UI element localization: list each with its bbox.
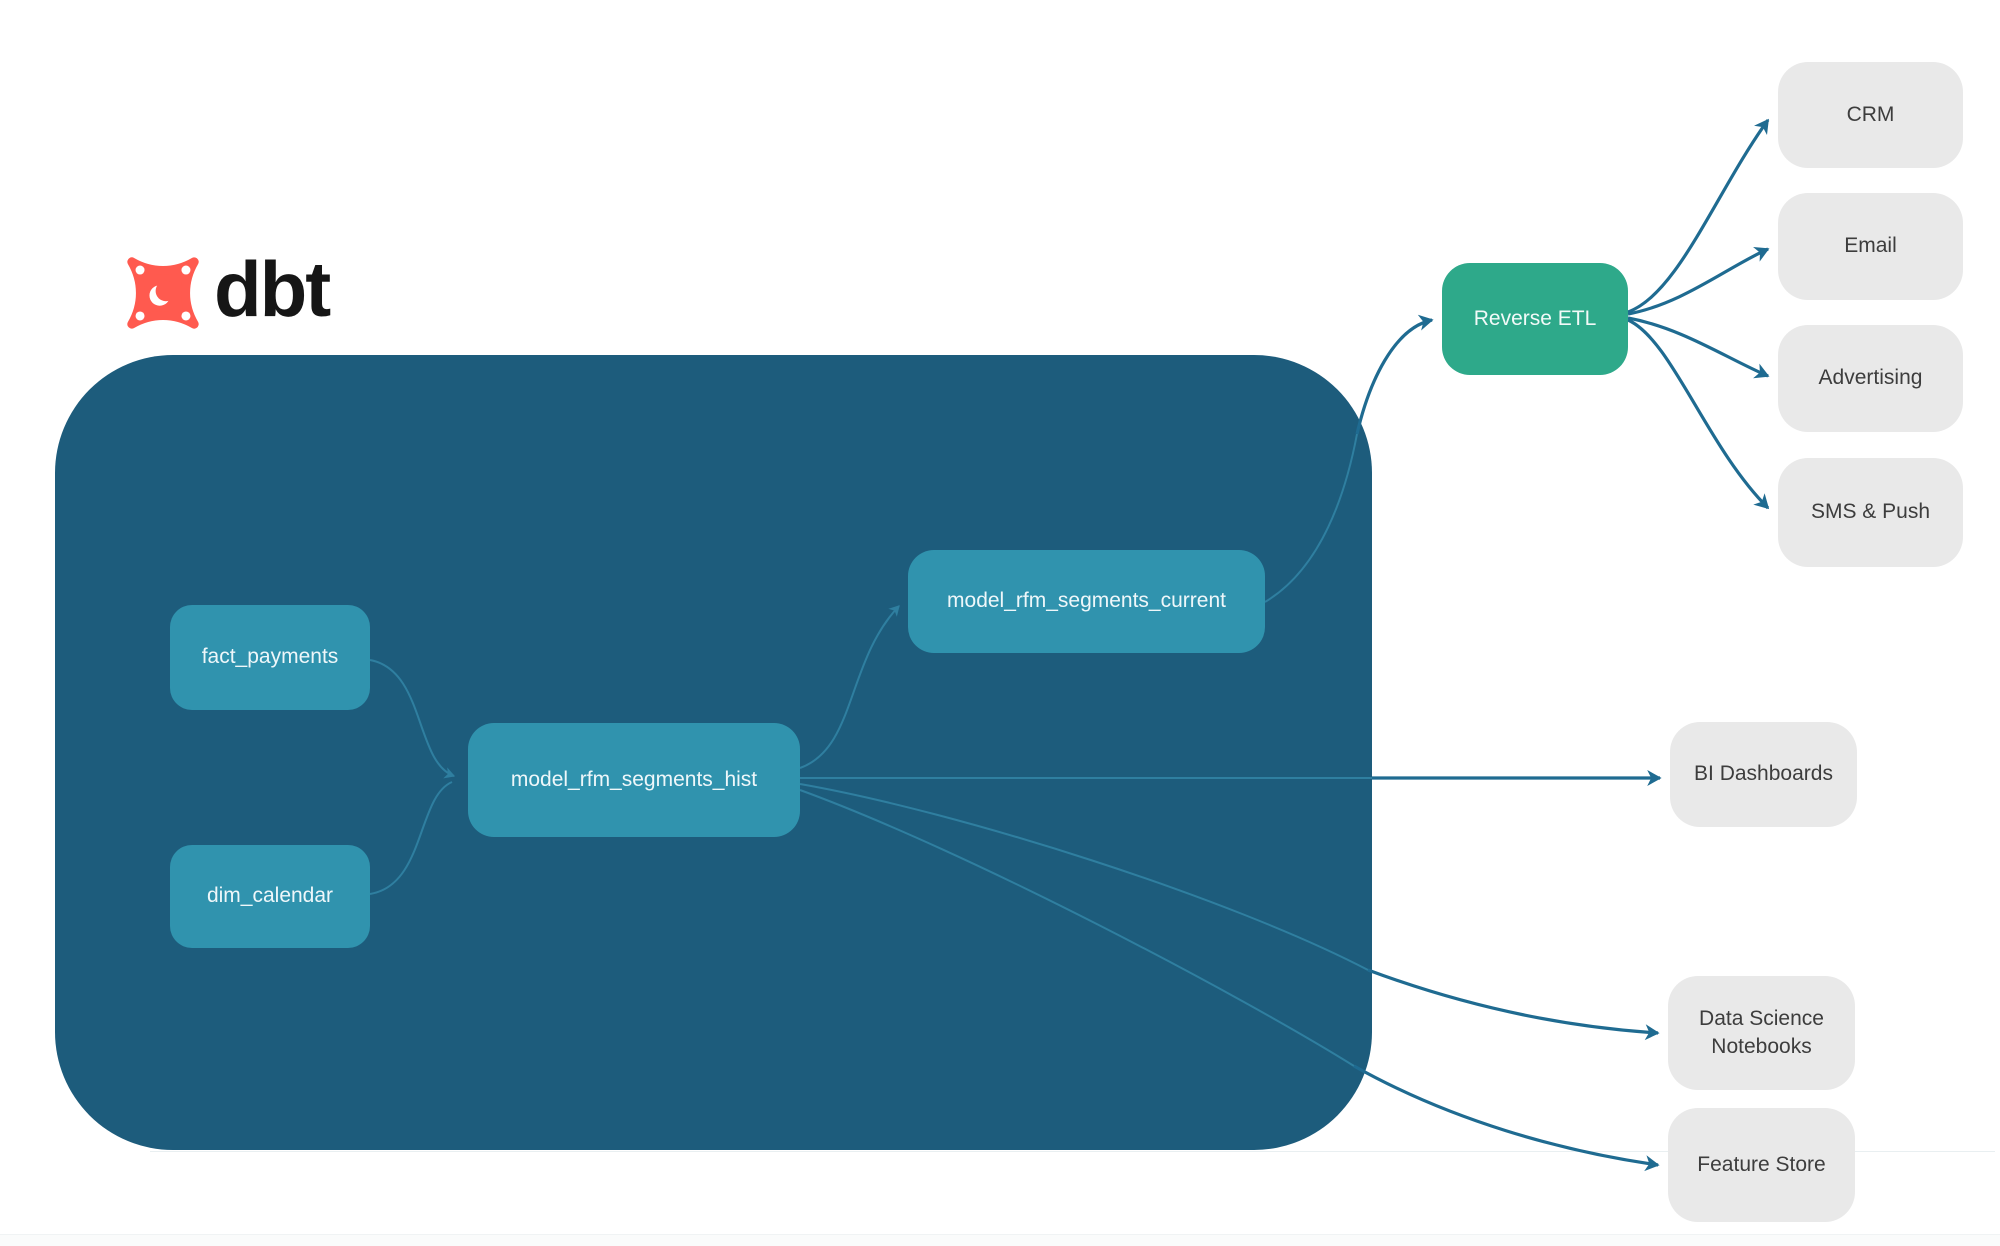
dbt-logo-icon <box>122 252 204 334</box>
edge-reverse-etl-to-advertising <box>1627 316 1770 379</box>
node-label: Email <box>1844 234 1897 258</box>
edge-current-to-reverse-etl-outside <box>1355 314 1434 435</box>
node-label: CRM <box>1846 102 1895 126</box>
dbt-wordmark: dbt <box>214 245 331 333</box>
edge-reverse-etl-to-email <box>1627 246 1770 316</box>
node-label: model_rfm_segments_current <box>947 589 1226 613</box>
node-sms-push: SMS & Push <box>1778 458 1963 567</box>
node-model-rfm-segments-hist: model_rfm_segments_hist <box>468 723 800 837</box>
node-label: Reverse ETL <box>1473 306 1597 330</box>
node-label: Data Science Notebooks <box>1699 1006 1824 1058</box>
node-label: fact_payments <box>201 645 339 669</box>
edge-reverse-etl-to-crm <box>1627 118 1770 314</box>
node-email: Email <box>1778 193 1963 300</box>
node-label: dim_calendar <box>206 884 334 908</box>
node-data-science-notebooks: Data Science Notebooks <box>1668 976 1855 1090</box>
node-label: SMS & Push <box>1810 500 1931 524</box>
dbt-logo: dbt <box>122 245 331 334</box>
node-label: Advertising <box>1818 366 1923 390</box>
node-label: BI Dashboards <box>1694 762 1833 786</box>
node-dim-calendar: dim_calendar <box>170 845 370 948</box>
node-model-rfm-segments-current: model_rfm_segments_current <box>908 550 1265 653</box>
node-crm: CRM <box>1778 62 1963 168</box>
edge-hist-to-notebooks-outside <box>1367 968 1660 1041</box>
content-divider <box>150 1151 1995 1152</box>
node-reverse-etl: Reverse ETL <box>1442 263 1628 375</box>
edge-reverse-etl-to-sms-push <box>1627 318 1770 510</box>
node-label: Feature Store <box>1697 1152 1826 1176</box>
node-bi-dashboards: BI Dashboards <box>1670 722 1857 827</box>
node-label: model_rfm_segments_hist <box>510 767 758 791</box>
node-feature-store: Feature Store <box>1668 1108 1855 1222</box>
node-fact-payments: fact_payments <box>170 605 370 710</box>
footer-strip <box>0 1234 2000 1246</box>
node-advertising: Advertising <box>1778 325 1963 432</box>
